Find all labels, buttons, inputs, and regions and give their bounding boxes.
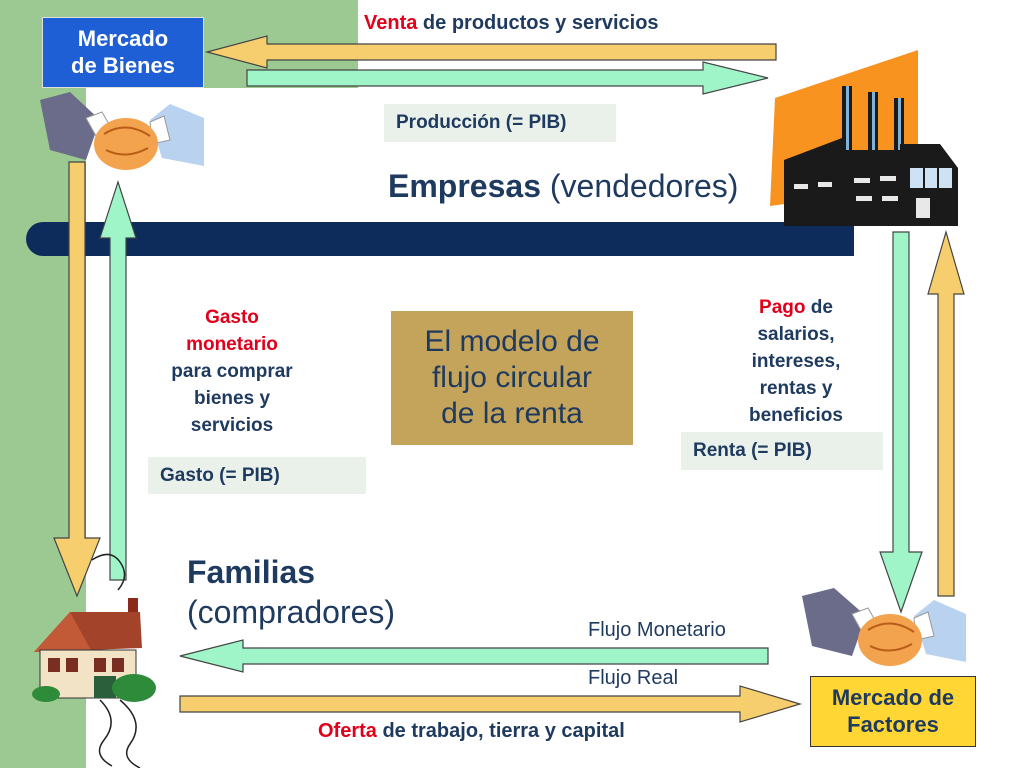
left-flow-label: Gasto monetario para comprar bienes y se… [152, 304, 312, 439]
market-goods-line1: Mercado [77, 26, 169, 52]
right-flow-line4: rentas y [759, 378, 833, 399]
market-factors-line1: Mercado de [831, 685, 955, 711]
firms-label: Empresas (vendedores) [388, 168, 738, 205]
left-monetary-arrow-up [99, 180, 137, 581]
households-label: Familias (compradores) [187, 552, 395, 632]
right-flow-line5: beneficios [749, 405, 843, 426]
right-flow-line1: de [805, 297, 833, 318]
top-flow-text: de productos y servicios [417, 12, 659, 34]
left-flow-line1: Gasto [205, 307, 259, 328]
right-real-arrow-up [927, 229, 965, 597]
market-factors-line2: Factores [847, 711, 939, 737]
bottom-flow-highlight: Oferta [318, 720, 377, 742]
households-name: Familias [187, 554, 316, 590]
bottom-real-arrow [179, 685, 803, 723]
title-line3: de la renta [441, 397, 583, 430]
factory-icon [770, 50, 958, 226]
left-real-arrow-down [53, 161, 101, 598]
legend-monetary-label: Flujo Monetario [588, 619, 726, 641]
title-box: El modelo de flujo circular de la renta [391, 311, 633, 445]
right-flow-line3: intereses, [751, 351, 841, 372]
bottom-flow-label: Oferta de trabajo, tierra y capital [318, 720, 625, 743]
title-line1: El modelo de [424, 325, 600, 358]
handshake-icon [40, 92, 204, 170]
legend-real-label: Flujo Real [588, 667, 679, 689]
navy-divider-bar [26, 222, 854, 256]
right-monetary-arrow-down [879, 231, 923, 614]
households-role: (compradores) [187, 594, 396, 630]
top-flow-highlight: Venta [364, 12, 418, 34]
title-line2: flujo circular [431, 361, 593, 394]
market-goods-line2: de Bienes [71, 52, 175, 78]
top-real-arrow [204, 35, 777, 69]
right-flow-highlight: Pago [759, 297, 806, 318]
right-flow-line2: salarios, [757, 324, 835, 345]
firms-role: (vendedores) [549, 168, 739, 204]
production-tag: Producción (= PIB) [384, 104, 616, 142]
spending-tag: Gasto (= PIB) [148, 457, 366, 494]
handshake-icon [802, 588, 966, 666]
bottom-flow-text: de trabajo, tierra y capital [376, 720, 625, 742]
house-icon [32, 553, 156, 768]
left-flow-line2: monetario [186, 334, 278, 355]
market-factors-box: Mercado de Factores [810, 676, 976, 747]
left-flow-line3: para comprar [171, 361, 293, 382]
left-flow-line5: servicios [190, 415, 274, 436]
income-tag: Renta (= PIB) [681, 432, 883, 470]
firms-name: Empresas [388, 168, 541, 204]
left-flow-line4: bienes y [193, 388, 271, 409]
bottom-monetary-arrow [179, 639, 769, 673]
right-flow-label: Pago de salarios, intereses, rentas y be… [716, 294, 876, 429]
market-goods-box: Mercado de Bienes [42, 17, 204, 88]
top-monetary-arrow [246, 61, 769, 95]
top-flow-label: Venta de productos y servicios [364, 12, 659, 35]
